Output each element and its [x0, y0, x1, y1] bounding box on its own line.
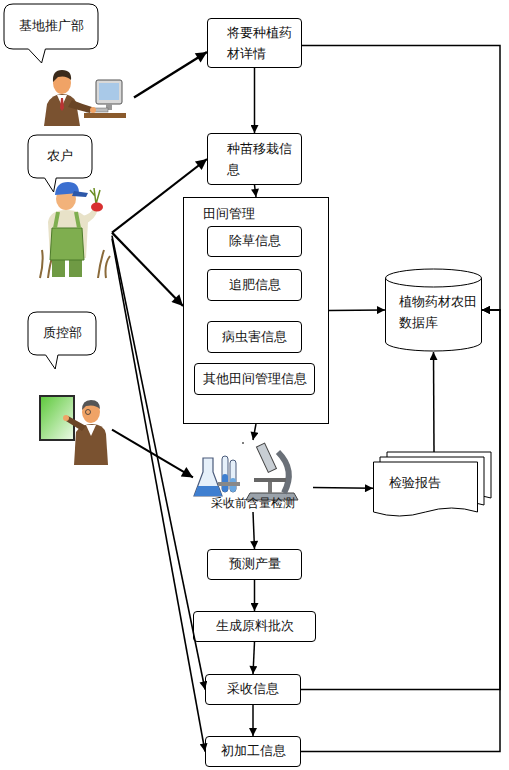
flow-arrow	[301, 310, 500, 752]
lab-icon	[268, 482, 272, 493]
flow-arrow	[112, 430, 193, 478]
flow-arrow	[252, 705, 254, 736]
inspector-illustration	[40, 396, 74, 440]
node-label: 初加工信息	[206, 737, 300, 766]
inspector-illustration	[63, 415, 69, 421]
lab-icon	[278, 452, 289, 493]
inspector-illustration	[40, 396, 108, 465]
node-label: 病虫害信息	[208, 322, 301, 352]
flow-arrow	[112, 233, 183, 306]
staff-illustration	[60, 98, 64, 111]
node-label: 除草信息	[208, 227, 301, 256]
lab-icon	[242, 442, 244, 444]
staff-illustration	[68, 100, 92, 113]
node-label: 质控部	[28, 312, 96, 355]
actor: 质控部	[0, 308, 112, 468]
speech-bubble	[28, 312, 96, 369]
group-box: 除草信息追肥信息病虫害信息其他田间管理信息 田间管理	[183, 197, 329, 424]
flow-arrow	[134, 52, 207, 98]
process-box: 将要种植药 材详情	[207, 18, 302, 68]
actor: 基地推广部	[0, 0, 134, 130]
document-page	[374, 462, 478, 516]
farmer-illustration	[55, 212, 79, 228]
flow-arrow	[301, 310, 500, 690]
inspector-illustration	[86, 425, 96, 436]
lab-icon	[194, 486, 222, 496]
flow-arrow	[254, 68, 256, 133]
process-box: 采收信息	[205, 674, 301, 705]
lab-icon	[194, 442, 298, 500]
lab-icon	[194, 458, 222, 496]
document-stack: 检验报告	[373, 452, 495, 518]
inspector-illustration	[74, 424, 108, 465]
flow-arrow	[302, 46, 500, 311]
speech-bubble	[4, 4, 98, 63]
staff-illustration	[84, 113, 126, 118]
cylinder-body	[386, 278, 482, 351]
flow-arrow	[253, 642, 255, 674]
flow-arrow	[254, 580, 256, 611]
node-label: 基地推广部	[4, 4, 98, 49]
inspector-illustration	[66, 416, 86, 431]
lab-icon	[222, 456, 228, 492]
node-label: 采收信息	[206, 675, 300, 704]
flow-arrow	[253, 512, 255, 549]
node-label: 采收前含量检测	[193, 495, 313, 512]
process-box: 病虫害信息	[207, 321, 302, 353]
database: 植物药材农田 数据库	[385, 268, 482, 352]
farmer-illustration	[91, 203, 103, 212]
process-box: 初加工信息	[205, 736, 301, 767]
farmer-illustration	[40, 182, 110, 278]
lab-icon	[218, 482, 240, 486]
inspector-illustration	[82, 400, 100, 410]
flow-arrow	[329, 309, 385, 311]
cylinder-shape	[385, 268, 482, 352]
actor: 农户	[0, 132, 112, 280]
staff-illustration	[99, 83, 119, 100]
inspector-illustration	[82, 401, 100, 423]
farmer-illustration	[72, 191, 88, 197]
speech-bubble	[28, 135, 92, 192]
flow-arrow	[313, 487, 373, 489]
cylinder-top	[386, 269, 482, 287]
process-box: 生成原料批次	[193, 611, 316, 642]
node-label: 预测产量	[208, 550, 301, 579]
staff-illustration	[44, 70, 126, 126]
lab-icon	[256, 443, 276, 472]
node-label: 生成原料批次	[194, 612, 315, 641]
process-box: 种苗移栽信 息	[207, 133, 302, 185]
staff-illustration	[90, 107, 96, 113]
staff-illustration	[96, 80, 122, 104]
node-label: 追肥信息	[208, 270, 301, 300]
node-label: 检验报告	[389, 469, 473, 497]
process-box: 预测产量	[207, 549, 302, 580]
inspector-illustration	[86, 410, 91, 415]
node-label: 种苗移栽信 息	[227, 134, 299, 186]
farmer-illustration	[50, 228, 84, 260]
farmer-illustration	[90, 188, 100, 204]
flow-arrow	[255, 185, 257, 197]
node-label: 植物药材农田 数据库	[399, 290, 483, 336]
test-icon: 采收前含量检测	[193, 440, 313, 512]
node-label: 农户	[28, 135, 92, 178]
staff-illustration	[53, 70, 71, 82]
flow-arrow	[253, 424, 256, 440]
node-label: 将要种植药 材详情	[227, 19, 299, 69]
node-label: 其他田间管理信息	[195, 364, 314, 394]
group-heading: 田间管理	[203, 203, 313, 225]
flow-arrow	[433, 352, 435, 452]
process-box: 其他田间管理信息	[194, 363, 315, 395]
lab-icon	[230, 460, 236, 492]
staff-illustration	[44, 94, 80, 126]
process-box: 追肥信息	[207, 269, 302, 301]
process-box: 除草信息	[207, 226, 302, 257]
lab-icon	[254, 478, 286, 482]
